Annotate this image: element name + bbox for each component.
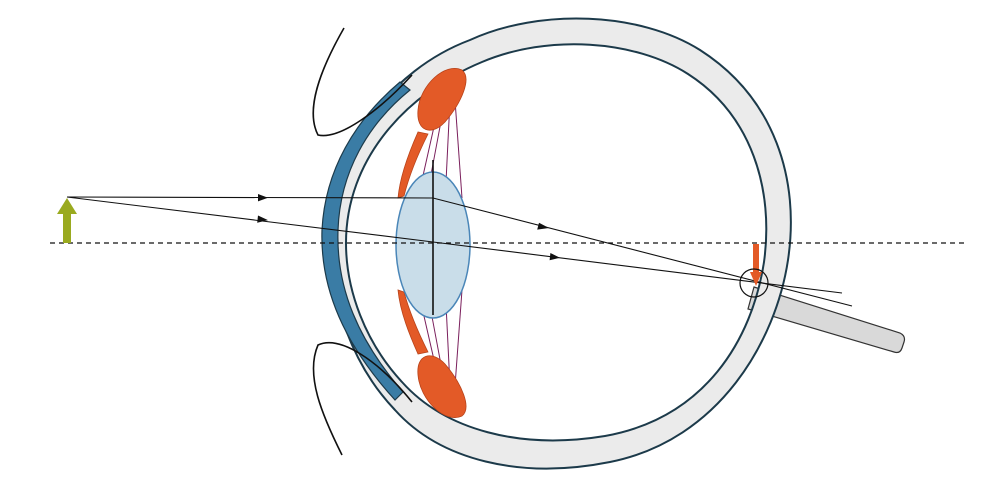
focal-point-circle	[739, 268, 769, 298]
optic-nerve	[747, 286, 906, 354]
central-ray	[66, 196, 843, 294]
ray-arrowheads	[257, 194, 560, 261]
parallel-ray	[66, 196, 853, 307]
sclera	[328, 17, 792, 470]
ciliary-muscle-upper	[397, 68, 467, 199]
ray-arrowhead	[537, 222, 549, 230]
light-rays	[66, 196, 853, 307]
image-on-retina	[750, 244, 762, 286]
lower-eyelid	[312, 342, 413, 456]
cornea	[321, 81, 411, 401]
ciliary-muscle-lower	[397, 289, 467, 418]
object-arrow	[57, 198, 77, 243]
upper-eyelid	[312, 27, 413, 137]
ray-arrowhead	[258, 194, 268, 202]
ray-arrowhead	[549, 253, 560, 261]
ray-arrowhead	[257, 215, 268, 223]
